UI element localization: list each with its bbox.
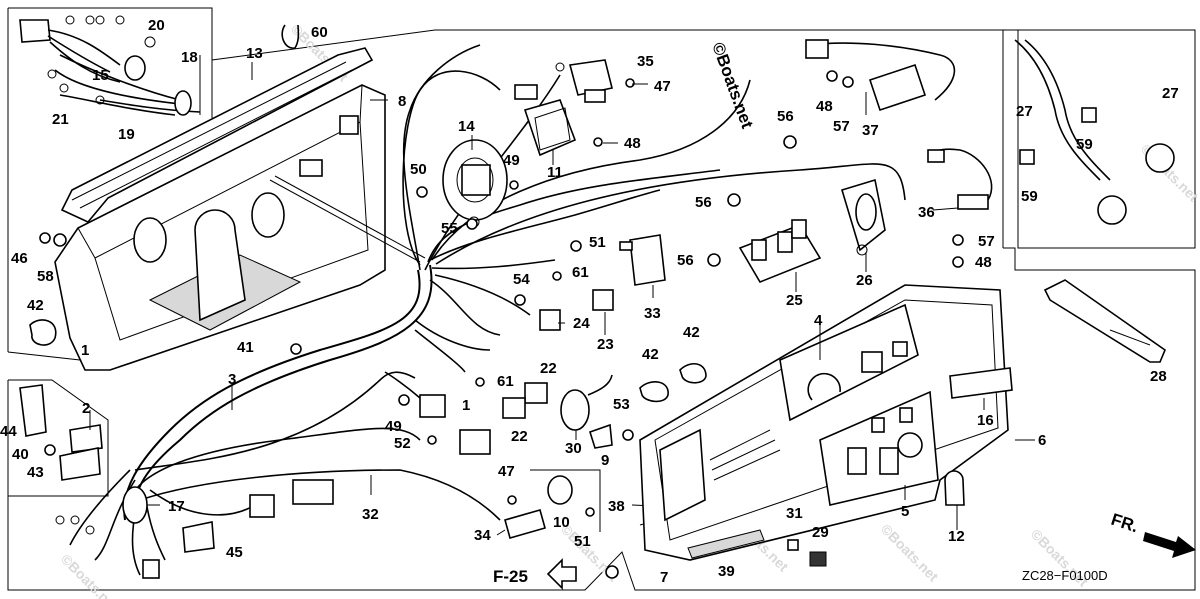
part-label: 56 — [695, 194, 712, 211]
part-label: 18 — [181, 49, 198, 66]
part-label: 54 — [513, 271, 530, 288]
part-label: 6 — [1038, 432, 1046, 449]
part-label: 22 — [540, 360, 557, 377]
part-label: 49 — [385, 418, 402, 435]
part-label: 19 — [118, 126, 135, 143]
part-label: 11 — [547, 164, 563, 181]
part-label: 40 — [12, 446, 29, 463]
part-label: 31 — [786, 505, 803, 522]
part-label: 56 — [777, 108, 794, 125]
part-label: 30 — [565, 440, 582, 457]
part-label: 17 — [168, 498, 185, 515]
part-label: 57 — [978, 233, 995, 250]
part-label: 42 — [27, 297, 44, 314]
part-label: 29 — [812, 524, 829, 541]
control-panel — [639, 284, 1013, 567]
part-label: 38 — [608, 498, 625, 515]
part-label: 39 — [718, 563, 735, 580]
part-label: 52 — [394, 435, 411, 452]
watermark-text: ©Boats.net — [878, 521, 942, 585]
part-label: 10 — [553, 514, 570, 531]
part-label: 36 — [918, 204, 935, 221]
part-label: 56 — [677, 252, 694, 269]
part-label: 28 — [1150, 368, 1167, 385]
leader-lines — [89, 55, 1151, 536]
main-wire-harness — [55, 44, 906, 579]
part-label: 41 — [237, 339, 254, 356]
part-label: 42 — [683, 324, 700, 341]
watermark-text: ©Boats.net — [708, 40, 757, 131]
part-label: 33 — [644, 305, 661, 322]
part-label: 26 — [856, 272, 873, 289]
part-label: 47 — [498, 463, 515, 480]
part-label: 4 — [814, 312, 823, 329]
part-label: 53 — [613, 396, 630, 413]
front-marker-label: FR. — [1109, 510, 1141, 537]
part-label: 5 — [901, 503, 909, 520]
drawing-code: ZC28−F0100D — [1022, 568, 1108, 583]
part-label: 48 — [624, 135, 641, 152]
part-label: 59 — [1076, 136, 1093, 153]
front-arrow-icon — [1143, 532, 1196, 558]
part-label: 59 — [1021, 188, 1038, 205]
part-label: 60 — [311, 24, 328, 41]
part-label: 15 — [92, 67, 109, 84]
part-label: 61 — [572, 264, 589, 281]
part-label: 23 — [597, 336, 614, 353]
part-label: 1 — [81, 342, 89, 359]
part-label: 42 — [642, 346, 659, 363]
part-label: 47 — [654, 78, 671, 95]
part-label: 51 — [574, 533, 591, 550]
control-box-housing — [54, 47, 426, 371]
part-label: 25 — [786, 292, 803, 309]
part-label: 32 — [362, 506, 379, 523]
part-label: 27 — [1162, 85, 1179, 102]
part-label: 2 — [82, 400, 90, 417]
part-label: 7 — [660, 569, 668, 586]
part-label: 12 — [948, 528, 965, 545]
part-label: 27 — [1016, 103, 1033, 120]
part-label: 46 — [11, 250, 28, 267]
frame-lines — [7, 7, 1196, 591]
part-number-labels: 1 1 2 3 4 5 6 7 8 9 10 11 12 13 14 15 16… — [0, 17, 1179, 586]
part-label: 58 — [37, 268, 54, 285]
page-ref-label: F-25 — [493, 567, 528, 586]
watermark-text: ©Boats.net — [58, 551, 122, 599]
sub-harness — [19, 15, 201, 116]
part-label: 48 — [975, 254, 992, 271]
part-label: 22 — [511, 428, 528, 445]
part-label: 34 — [474, 527, 491, 544]
part-label: 14 — [458, 118, 475, 135]
part-label: 37 — [862, 122, 879, 139]
part-label: 1 — [462, 397, 470, 414]
part-label: 13 — [246, 45, 263, 62]
part-label: 45 — [226, 544, 243, 561]
part-label: 48 — [816, 98, 833, 115]
part-label: 49 — [503, 152, 520, 169]
part-label: 57 — [833, 118, 850, 135]
part-label: 44 — [0, 423, 17, 440]
part-label: 8 — [398, 93, 406, 110]
part-label: 24 — [573, 315, 590, 332]
part-label: 50 — [410, 161, 427, 178]
components — [19, 24, 1175, 579]
page-reference: F-25 — [493, 558, 577, 590]
front-marker: FR. — [1109, 510, 1196, 558]
part-label: 3 — [228, 371, 236, 388]
part-label: 51 — [589, 234, 606, 251]
part-label: 61 — [497, 373, 514, 390]
part-label: 16 — [977, 412, 994, 429]
part-label: 35 — [637, 53, 654, 70]
part-label: 43 — [27, 464, 44, 481]
part-label: 9 — [601, 452, 609, 469]
part-label: 55 — [441, 220, 458, 237]
part-label: 21 — [52, 111, 69, 128]
left-arrow-icon — [546, 558, 577, 590]
part-label: 20 — [148, 17, 165, 34]
